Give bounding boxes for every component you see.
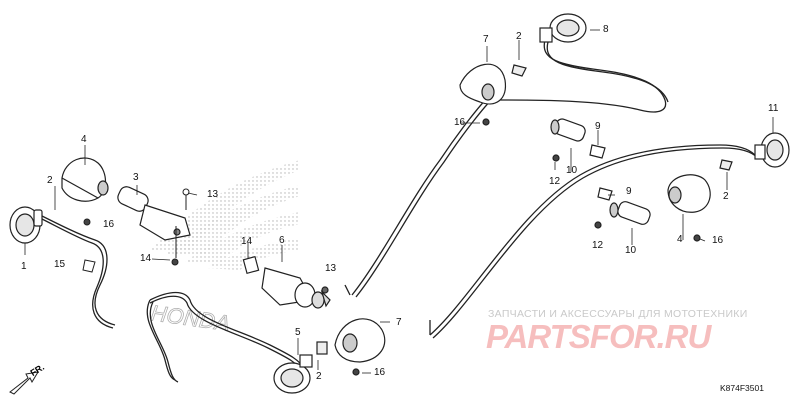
- turn-signal-base-bottom: [273, 354, 313, 394]
- watermark-subtitle: ЗАПЧАСТИ И АКСЕССУАРЫ ДЛЯ МОТОТЕХНИКИ: [488, 308, 748, 320]
- callout-3: 3: [133, 172, 139, 183]
- callout-2: 2: [723, 191, 729, 202]
- turn-signal-base-right: [719, 132, 790, 171]
- callout-10: 10: [625, 245, 637, 256]
- callout-7: 7: [396, 317, 402, 328]
- callout-10: 10: [566, 165, 578, 176]
- callout-2: 2: [47, 175, 53, 186]
- small-fasteners-left: [82, 188, 190, 273]
- relay-unit-6: [242, 255, 331, 309]
- lens-4-left: [61, 157, 109, 202]
- callout-12: 12: [549, 176, 561, 187]
- callout-16: 16: [374, 367, 386, 378]
- callout-7: 7: [483, 34, 489, 45]
- front-direction-arrow: [9, 371, 39, 395]
- callout-12: 12: [592, 240, 604, 251]
- callout-5: 5: [295, 327, 301, 338]
- callout-4: 4: [677, 234, 683, 245]
- callout-13: 13: [207, 189, 219, 200]
- callout-2: 2: [316, 371, 322, 382]
- callout-14: 14: [241, 236, 253, 247]
- callout-8: 8: [603, 24, 609, 35]
- diagram-code: K874F3501: [720, 383, 764, 393]
- lens-4-right: [667, 174, 711, 242]
- callout-1: 1: [21, 261, 27, 272]
- turn-signal-base-top: [539, 13, 587, 43]
- wire-harness: [39, 39, 759, 383]
- callout-14: 14: [140, 253, 152, 264]
- callout-2: 2: [516, 31, 522, 42]
- callout-13: 13: [325, 263, 337, 274]
- callout-16: 16: [712, 235, 724, 246]
- callout-16: 16: [103, 219, 115, 230]
- callout-4: 4: [81, 134, 87, 145]
- socket-10-bottom: [594, 187, 651, 229]
- turn-signal-base-left: [9, 206, 43, 244]
- callout-11: 11: [768, 103, 779, 114]
- lens-7-bottom: [316, 318, 386, 376]
- honda-text-watermark: HONDA: [149, 300, 231, 336]
- callout-15: 15: [54, 259, 66, 270]
- leader-lines: [24, 29, 774, 374]
- lens-7-top: [459, 63, 527, 126]
- callout-16: 16: [454, 117, 466, 128]
- watermark-logo: PARTSFOR.RU: [486, 318, 711, 355]
- socket-10-top: [550, 118, 606, 162]
- callout-6: 6: [279, 235, 285, 246]
- callout-9: 9: [626, 186, 632, 197]
- callout-9: 9: [595, 121, 601, 132]
- socket-3: [117, 186, 191, 258]
